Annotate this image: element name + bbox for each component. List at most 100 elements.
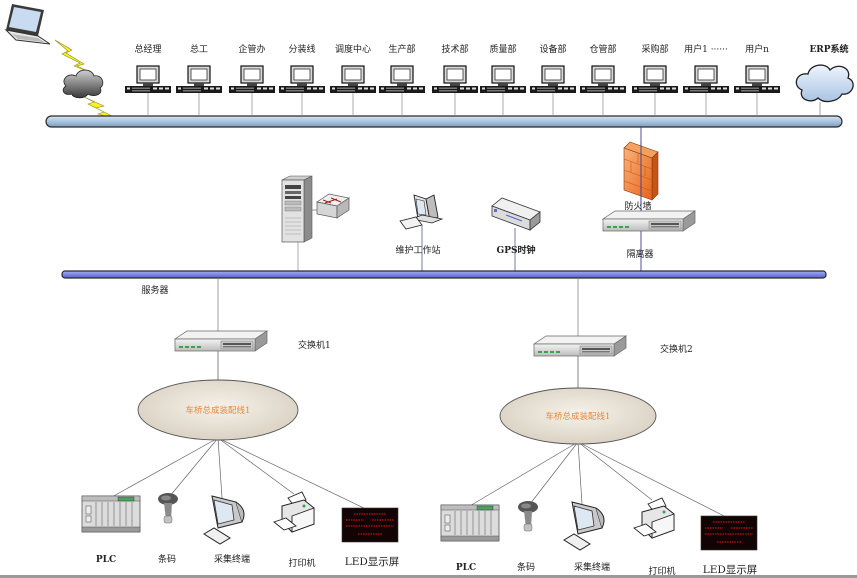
erp-system-label: ERP系统 xyxy=(809,43,848,55)
desktop-computer-icon xyxy=(278,65,326,94)
workstation-label: 用户n xyxy=(745,43,769,55)
led-display-icon xyxy=(341,507,399,543)
workstation-label: 质量部 xyxy=(489,43,516,55)
workstation-label: 总工 xyxy=(190,43,208,55)
desktop-computer-icon xyxy=(228,65,276,94)
desktop-computer-icon xyxy=(124,65,172,94)
workstation-label: 用户1 ······ xyxy=(684,43,728,55)
field-device: 采集终端 xyxy=(203,495,250,565)
assembly-line-segment xyxy=(137,379,299,441)
barcode-scanner-icon xyxy=(157,492,179,524)
control-network-bus xyxy=(61,270,827,279)
switch-label: 交换机2 xyxy=(660,343,693,355)
field-device: 采集终端 xyxy=(563,501,610,573)
plc-icon xyxy=(440,504,500,542)
workstation: 技术部 xyxy=(431,43,479,116)
workstation-label: 生产部 xyxy=(388,43,415,55)
workstation-label: 采购部 xyxy=(641,43,668,55)
workstation: 设备部 xyxy=(529,43,577,116)
field-device: PLC xyxy=(440,504,500,573)
plc-icon xyxy=(81,495,141,533)
desktop-computer-icon xyxy=(329,65,377,94)
field-device: 打印机 xyxy=(273,491,316,569)
network-switch-icon xyxy=(174,330,268,352)
device-label: LED显示屏 xyxy=(345,556,400,568)
desktop-computer-icon xyxy=(631,65,679,94)
workstation-label: 设备部 xyxy=(539,43,566,55)
switch-label: 交换机1 xyxy=(298,339,331,351)
workstation: 仓管部 xyxy=(579,43,627,116)
workstation-label: 调度中心 xyxy=(335,43,371,55)
led-display-icon xyxy=(700,515,758,551)
assembly-line-segment xyxy=(499,387,657,445)
maintenance-workstation-label: 维护工作站 xyxy=(395,244,440,256)
workstation: 采购部 xyxy=(631,43,679,116)
device-label: 打印机 xyxy=(648,565,675,577)
workstation: 用户1 ······ xyxy=(682,43,730,116)
laptop-icon xyxy=(4,4,51,45)
firewall-label: 防火墙 xyxy=(624,200,651,212)
server-label: 服务器 xyxy=(141,284,168,296)
gps-clock-icon xyxy=(491,197,541,231)
device-label: 打印机 xyxy=(288,557,315,569)
workstation-label: 企管办 xyxy=(238,43,265,55)
terminal-icon xyxy=(203,495,245,545)
printer-icon xyxy=(273,491,315,533)
workstation: 调度中心 xyxy=(329,43,377,116)
gps-clock-label: GPS时钟 xyxy=(497,244,536,256)
office-workstations: 总经理 总工 企管办 分装线 调度中心 生产部 技术部 质量部 设备部 仓管部 采购部 用户1 ···… xyxy=(124,43,781,116)
wireless-link-icon xyxy=(54,39,93,74)
desktop-computer-icon xyxy=(479,65,527,94)
isolator-icon xyxy=(602,210,696,232)
router-icon xyxy=(316,193,350,219)
workstation-label: 技术部 xyxy=(441,43,468,55)
assembly-line-label: 车桥总成装配线1 xyxy=(546,411,611,422)
workstation: 总经理 xyxy=(124,43,172,116)
server-icon xyxy=(281,175,313,243)
device-label: 采集终端 xyxy=(214,553,250,565)
field-device: PLC xyxy=(81,495,141,565)
device-label: PLC xyxy=(456,563,476,573)
maintenance-workstation-icon xyxy=(399,194,444,230)
field-device: LED显示屏 xyxy=(700,515,758,576)
terminal-icon xyxy=(563,501,605,551)
workstation: 质量部 xyxy=(479,43,527,116)
internet-cloud-icon xyxy=(62,69,104,99)
erp-system-cloud xyxy=(795,64,854,116)
device-label: PLC xyxy=(96,555,116,565)
device-label: 条码 xyxy=(158,553,176,565)
desktop-computer-icon xyxy=(431,65,479,94)
workstation-label: 仓管部 xyxy=(589,43,616,55)
workstation: 总工 xyxy=(175,43,223,116)
printer-icon xyxy=(633,497,675,539)
desktop-computer-icon xyxy=(682,65,730,94)
device-label: 采集终端 xyxy=(574,561,610,573)
desktop-computer-icon xyxy=(529,65,577,94)
workstation: 分装线 xyxy=(278,43,326,116)
desktop-computer-icon xyxy=(579,65,627,94)
desktop-computer-icon xyxy=(378,65,426,94)
device-label: LED显示屏 xyxy=(703,564,758,576)
field-device: 条码 xyxy=(517,500,539,573)
network-switch-icon xyxy=(533,335,627,357)
desktop-computer-icon xyxy=(175,65,223,94)
office-network-bus xyxy=(45,115,843,128)
workstation-label: 总经理 xyxy=(134,43,161,55)
workstation: 用户n xyxy=(733,43,781,116)
bottom-border xyxy=(0,575,857,578)
barcode-scanner-icon xyxy=(517,500,539,532)
field-device: 打印机 xyxy=(633,497,676,577)
desktop-computer-icon xyxy=(733,65,781,94)
workstation-label: 分装线 xyxy=(288,43,315,55)
device-label: 条码 xyxy=(517,561,535,573)
field-device: LED显示屏 xyxy=(341,507,400,568)
isolator-label: 隔离器 xyxy=(626,248,653,260)
workstation: 企管办 xyxy=(228,43,276,116)
assembly-line-label: 车桥总成装配线1 xyxy=(186,405,251,416)
field-device: 条码 xyxy=(157,492,179,565)
